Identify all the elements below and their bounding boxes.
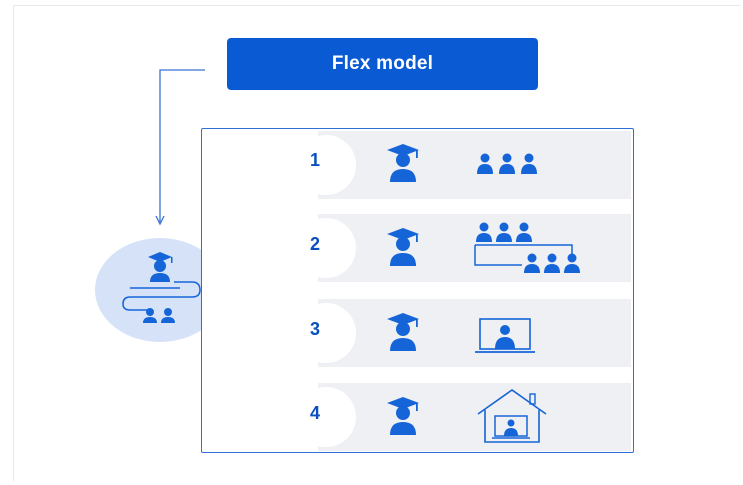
online-screen-icon <box>475 318 535 353</box>
row-4 <box>296 383 631 451</box>
group-of-three-icon <box>477 153 537 174</box>
row-number: 1 <box>309 150 320 170</box>
row-3 <box>296 299 631 367</box>
title-box: Flex model <box>227 38 538 90</box>
flex-learning-path-icon <box>122 252 201 323</box>
graduate-student-icon <box>387 397 419 435</box>
graduate-student-icon <box>387 228 419 266</box>
home-learning-icon <box>477 389 547 443</box>
rotating-groups-icon <box>474 222 580 273</box>
diagram-title: Flex model <box>331 53 434 74</box>
row-number: 3 <box>309 319 320 339</box>
row-number: 4 <box>309 403 320 423</box>
outer-frame <box>13 5 740 481</box>
row-number: 2 <box>309 234 320 254</box>
row-1 <box>296 131 631 199</box>
graduate-student-icon <box>387 144 419 182</box>
graduate-student-icon <box>387 313 419 351</box>
